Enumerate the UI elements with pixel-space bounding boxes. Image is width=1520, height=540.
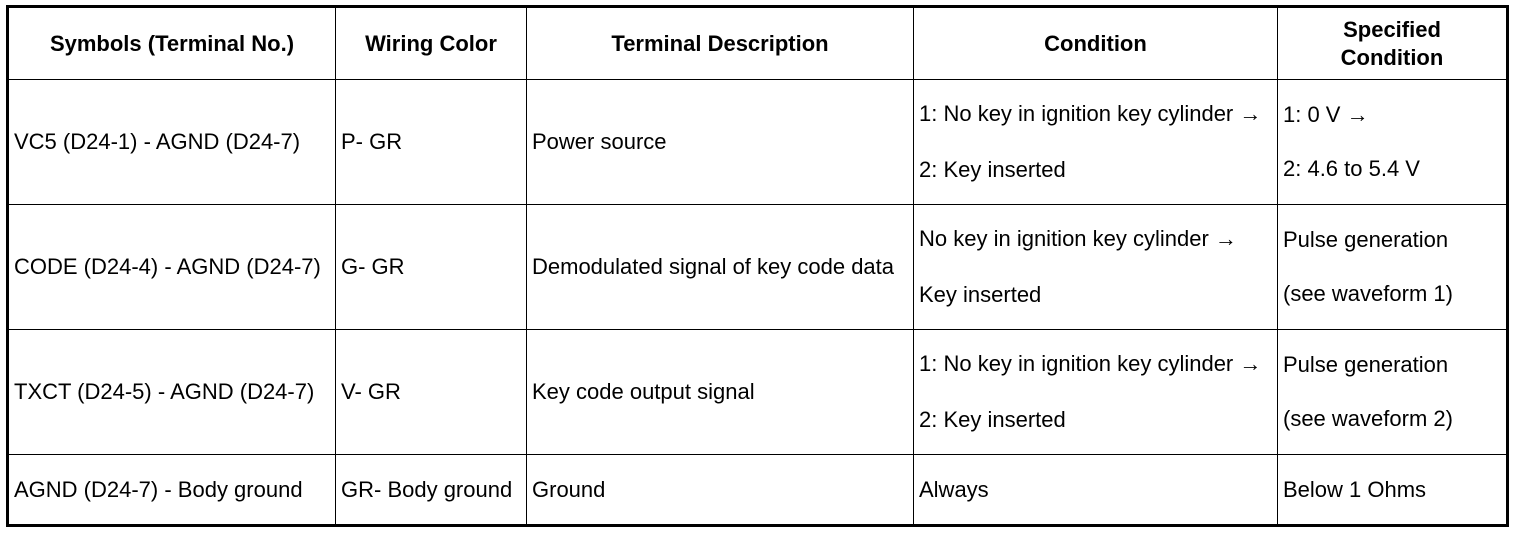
header-symbols: Symbols (Terminal No.) (7, 6, 336, 80)
header-condition: Condition (913, 6, 1278, 80)
cell-wiring-color: G- GR (335, 204, 527, 330)
spec-line-2: (see waveform 2) (1283, 406, 1453, 431)
spec-line-1: Pulse generation (1283, 227, 1449, 252)
cell-condition: No key in ignition key cylinder → Key in… (913, 204, 1278, 330)
table-row: CODE (D24-4) - AGND (D24-7) G- GR Demodu… (7, 204, 1508, 330)
condition-line-1: 1: No key in ignition key cylinder → (919, 351, 1262, 376)
cell-description: Ground (526, 454, 914, 526)
cell-symbols: CODE (D24-4) - AGND (D24-7) (7, 204, 336, 330)
spec-line-2: (see waveform 1) (1283, 281, 1453, 306)
cell-condition: Always (913, 454, 1278, 526)
cell-description: Power source (526, 79, 914, 205)
cell-symbols: AGND (D24-7) - Body ground (7, 454, 336, 526)
cell-description: Demodulated signal of key code data (526, 204, 914, 330)
spec-line-1: 1: 0 V → (1283, 102, 1369, 127)
header-wiring-color: Wiring Color (335, 6, 527, 80)
header-specified-condition: Specified Condition (1277, 6, 1508, 80)
condition-line-2: 2: Key inserted (919, 407, 1066, 432)
cell-wiring-color: P- GR (335, 79, 527, 205)
table-row: AGND (D24-7) - Body ground GR- Body grou… (7, 454, 1508, 526)
spec-line-2: 2: 4.6 to 5.4 V (1283, 156, 1420, 181)
condition-line-2: 2: Key inserted (919, 157, 1066, 182)
cell-symbols: TXCT (D24-5) - AGND (D24-7) (7, 329, 336, 455)
cell-specified-condition: Pulse generation (see waveform 1) (1277, 204, 1508, 330)
terminal-table: Symbols (Terminal No.) Wiring Color Term… (6, 5, 1509, 527)
cell-wiring-color: GR- Body ground (335, 454, 527, 526)
cell-condition: 1: No key in ignition key cylinder → 2: … (913, 329, 1278, 455)
condition-line-2: Key inserted (919, 282, 1042, 307)
cell-description: Key code output signal (526, 329, 914, 455)
header-specified-line1: Specified (1343, 16, 1441, 42)
cell-specified-condition: Pulse generation (see waveform 2) (1277, 329, 1508, 455)
cell-specified-condition: Below 1 Ohms (1277, 454, 1508, 526)
header-specified-line2: Condition (1340, 44, 1444, 70)
table-row: TXCT (D24-5) - AGND (D24-7) V- GR Key co… (7, 329, 1508, 455)
header-row: Symbols (Terminal No.) Wiring Color Term… (7, 6, 1508, 80)
spec-line-1: Pulse generation (1283, 352, 1449, 377)
condition-line-1: 1: No key in ignition key cylinder → (919, 101, 1262, 126)
cell-condition: 1: No key in ignition key cylinder → 2: … (913, 79, 1278, 205)
condition-line-1: No key in ignition key cylinder → (919, 226, 1237, 251)
cell-wiring-color: V- GR (335, 329, 527, 455)
table-row: VC5 (D24-1) - AGND (D24-7) P- GR Power s… (7, 79, 1508, 205)
cell-specified-condition: 1: 0 V → 2: 4.6 to 5.4 V (1277, 79, 1508, 205)
cell-symbols: VC5 (D24-1) - AGND (D24-7) (7, 79, 336, 205)
header-terminal-description: Terminal Description (526, 6, 914, 80)
